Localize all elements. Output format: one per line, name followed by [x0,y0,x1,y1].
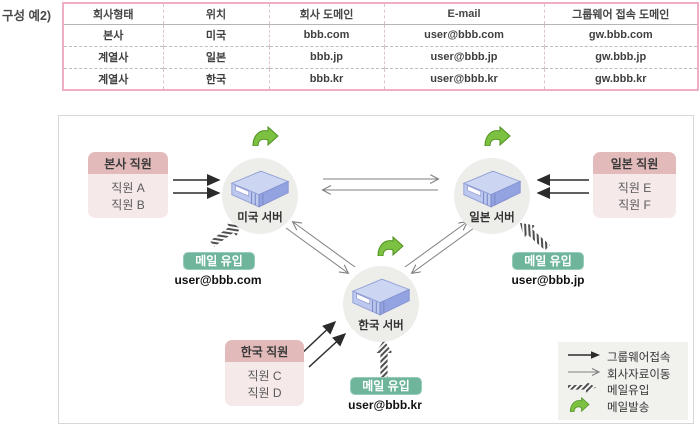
japan-server-node: 일본 서버 [454,158,530,234]
legend-label: 메일유입 [607,385,650,398]
cell-company-domain: bbb.jp [268,45,384,68]
hq-staff-member: 직원 B [111,198,145,212]
japan-staff-member: 직원 F [618,198,651,212]
cell-company-type: 본사 [103,30,124,42]
legend-box: 그룹웨어접속 회사자료이동 메일유입 메일발송 [558,342,688,420]
mail-inflow-badge-kr: 메일 유입 [350,377,422,395]
mail-send-icon [249,125,279,147]
korea-server-label: 한국 서버 [358,320,404,332]
korea-server-node: 한국 서버 [343,266,419,342]
table-row: 계열사 한국 bbb.kr user@bbb.kr gw.bbb.kr [63,67,698,90]
groupware-access-arrows [173,174,589,368]
hq-staff-box: 본사 직원 직원 A 직원 B [88,152,168,218]
cell-email: user@bbb.com [383,24,544,46]
company-domain-table: 회사형태 위치 회사 도메인 E-mail 그룹웨어 접속 도메인 본사 미국 … [62,2,699,91]
us-server-node: 미국 서버 [222,158,298,234]
cell-email: user@bbb.jp [383,45,544,68]
legend-label: 회사자료이동 [607,368,671,381]
col-header-company-domain: 회사 도메인 [268,3,384,25]
server-icon [462,170,522,208]
korea-staff-box: 한국 직원 직원 C 직원 D [225,340,304,406]
mail-send-icon [374,235,404,257]
arrow-jp-to-kr [412,227,475,273]
legend-item-data-transfer: 회사자료이동 [567,366,688,383]
us-server-label: 미국 서버 [237,212,283,224]
cell-location: 한국 [162,67,269,90]
mail-inflow-arrow-kr [375,340,393,378]
mail-inflow-arrow-jp [520,223,550,251]
mail-address-kr: user@bbb.kr [348,398,422,412]
col-header-company-type: 회사형태 [63,3,163,25]
table-row: 계열사 일본 bbb.jp user@bbb.jp gw.bbb.jp [63,45,698,68]
korea-staff-member: 직원 C [247,369,282,383]
table-row: 본사 미국 bbb.com user@bbb.com gw.bbb.com [63,24,698,46]
col-header-groupware-domain: 그룹웨어 접속 도메인 [543,3,698,25]
cell-groupware-domain: gw.bbb.kr [543,67,698,90]
cell-company-domain: bbb.com [268,24,384,46]
arrow-kr-staff-to-kr-server [308,332,347,368]
legend-item-groupware: 그룹웨어접속 [567,349,688,366]
page-title: 구성 예2) [2,9,52,23]
cell-location: 미국 [162,24,269,46]
arrow-kr-to-jp [404,222,467,268]
server-icon [351,278,411,316]
cell-company-type: 계열사 [63,45,163,68]
legend-label: 그룹웨어접속 [607,352,671,365]
table-header-row: 회사형태 위치 회사 도메인 E-mail 그룹웨어 접속 도메인 [63,3,698,25]
hq-staff-member: 직원 A [111,181,145,195]
legend-label: 메일발송 [607,401,650,414]
legend-item-mail-inflow: 메일유입 [567,382,688,399]
mail-address-us: user@bbb.com [174,273,262,287]
black-arrow-icon [567,348,607,366]
mail-inflow-badge-us: 메일 유입 [183,252,255,270]
server-icon [230,170,290,208]
japan-server-label: 일본 서버 [469,212,515,224]
mail-send-icon [481,125,511,147]
mail-address-jp: user@bbb.jp [511,273,585,287]
legend-item-mail-send: 메일발송 [567,396,688,417]
green-curved-arrow-icon [567,396,607,417]
korea-staff-title: 한국 직원 [225,340,304,362]
cell-company-domain: bbb.kr [268,67,384,90]
japan-staff-box: 일본 직원 직원 E 직원 F [593,152,676,218]
hatched-arrow-icon [567,381,607,399]
data-transfer-arrows [285,179,475,273]
gray-arrow-icon [567,365,607,383]
korea-staff-member: 직원 D [247,386,282,400]
cell-location: 일본 [162,45,269,68]
mail-inflow-badge-jp: 메일 유입 [512,252,584,270]
cell-company-type: 계열사 [63,67,163,90]
cell-groupware-domain: gw.bbb.jp [543,45,698,68]
arrow-us-to-kr [285,227,348,273]
japan-staff-member: 직원 E [617,181,652,195]
japan-staff-title: 일본 직원 [593,152,676,174]
cell-email: user@bbb.kr [383,67,544,90]
arrow-kr-to-us [293,222,356,268]
hq-staff-title: 본사 직원 [88,152,168,174]
cell-groupware-domain: gw.bbb.com [543,24,698,46]
arrow-kr-staff-to-kr-server [298,320,337,357]
network-diagram-panel: 본사 직원 직원 A 직원 B 일본 직원 직원 E 직원 F 한국 직원 직원… [58,115,694,424]
col-header-location: 위치 [162,3,269,25]
col-header-email: E-mail [383,3,544,25]
